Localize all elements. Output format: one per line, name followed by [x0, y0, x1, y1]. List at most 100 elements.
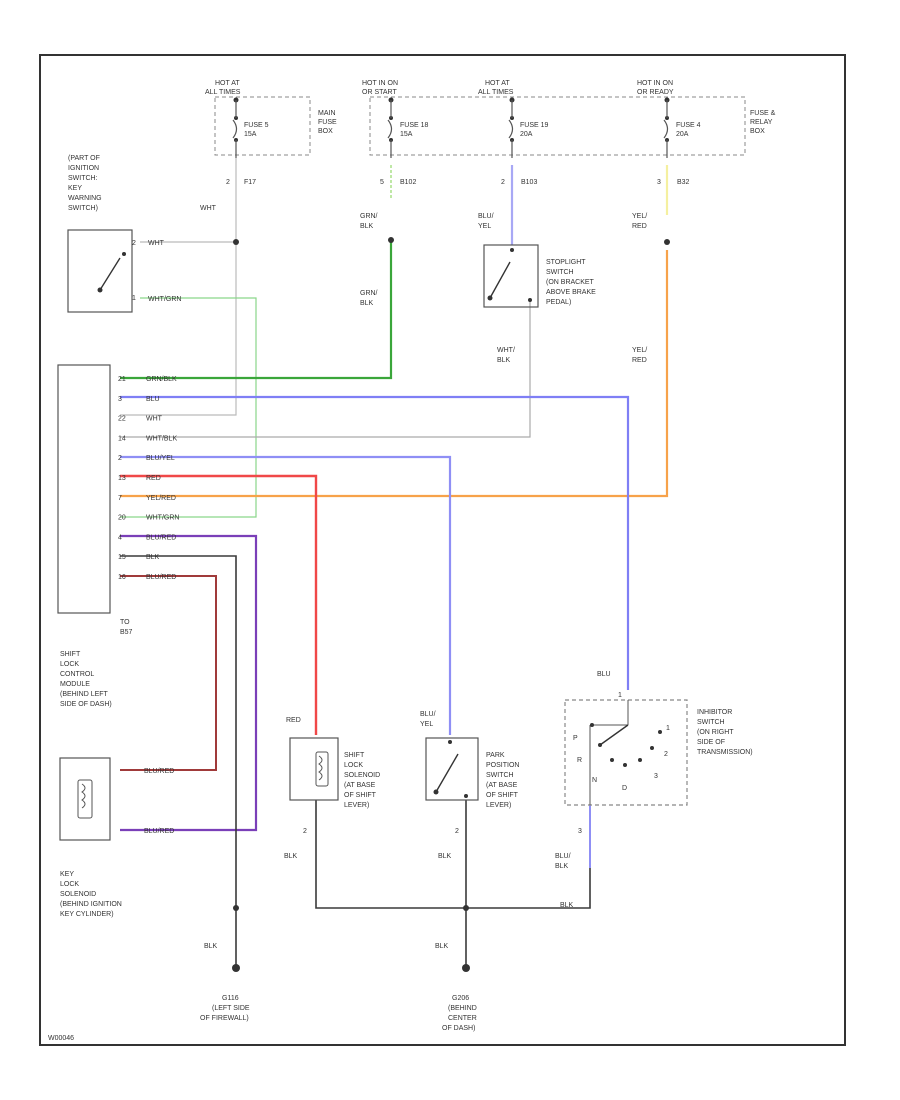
- hot-label-1a: HOT AT: [215, 80, 240, 87]
- module-label-1: SHIFT: [60, 651, 81, 658]
- ign-pin-1: 1: [132, 295, 136, 302]
- park-pin: 2: [455, 828, 459, 835]
- junction-dots: [233, 237, 670, 911]
- module-pin-number: 14: [118, 435, 126, 442]
- g116-label-3: OF FIREWALL): [200, 1015, 249, 1022]
- fuse-4-label: FUSE 4: [676, 122, 701, 129]
- inh-letter-2: 2: [664, 751, 668, 758]
- module-label-2: LOCK: [60, 661, 79, 668]
- inh-pin-bottom: 3: [578, 828, 582, 835]
- stop-label-5: PEDAL): [546, 299, 571, 306]
- module-label-5: (BEHIND LEFT: [60, 691, 109, 698]
- conn-f17: F17: [244, 179, 256, 186]
- module-pin-number: 3: [118, 396, 122, 403]
- module-pin-wire: WHT/GRN: [146, 515, 179, 522]
- relay-box-label-3: BOX: [750, 128, 765, 135]
- module-pin-wire: GRN/BLK: [146, 376, 177, 383]
- park-label-2: POSITION: [486, 762, 519, 769]
- inh-letter-r: R: [577, 757, 582, 764]
- blk-label-5: BLK: [435, 943, 449, 950]
- shift-sol-label-4: (AT BASE: [344, 782, 376, 789]
- fuse-19-label: FUSE 19: [520, 122, 549, 129]
- grn-blk-2a: GRN/: [360, 290, 378, 297]
- grn-blk-2b: BLK: [360, 300, 374, 307]
- wht-blk-a: WHT/: [497, 347, 515, 354]
- conn-b103: B103: [521, 179, 537, 186]
- module-label-3: CONTROL: [60, 671, 94, 678]
- blk-label-3: BLK: [560, 902, 574, 909]
- hot-label-3a: HOT AT: [485, 80, 510, 87]
- blu-yel-1a: BLU/: [478, 213, 494, 220]
- conn-b32: B32: [677, 179, 690, 186]
- park-label-3: SWITCH: [486, 772, 514, 779]
- park-label-4: (AT BASE: [486, 782, 518, 789]
- ign-label-6: SWITCH): [68, 205, 98, 212]
- wires: [120, 158, 669, 968]
- module-pin-number: 22: [118, 416, 126, 423]
- wire-wht-grn: [120, 297, 257, 518]
- module-pin-number: 13: [118, 475, 126, 482]
- fuse-18-amps: 15A: [400, 131, 413, 138]
- relay-box-label-2: RELAY: [750, 119, 773, 126]
- ign-label-4: KEY: [68, 185, 82, 192]
- shift-sol-label-5: OF SHIFT: [344, 792, 377, 799]
- module-conn-1: TO: [120, 619, 130, 626]
- blk-label-4: BLK: [204, 943, 218, 950]
- keylock-wire-1: BLU/RED: [144, 768, 174, 775]
- g116-label-1: G116: [222, 995, 239, 1002]
- module-pin-number: 2: [118, 455, 122, 462]
- inh-pin-top: 1: [618, 692, 622, 699]
- inh-label-4: SIDE OF: [697, 739, 725, 746]
- ground-g206: G206 (BEHIND CENTER OF DASH): [442, 964, 477, 1032]
- ground-icon: [232, 964, 240, 972]
- ground-icon: [462, 964, 470, 972]
- ign-label-5: WARNING: [68, 195, 102, 202]
- module-pin-wire: BLU: [146, 396, 160, 403]
- shift-sol-label-2: LOCK: [344, 762, 363, 769]
- module-pin-number: 4: [118, 534, 122, 541]
- ign-label-2: IGNITION: [68, 165, 99, 172]
- stop-label-3: (ON BRACKET: [546, 279, 595, 286]
- fuse-relay-box-outline: [369, 96, 746, 156]
- stop-label-2: SWITCH: [546, 269, 574, 276]
- module-pin-wire: WHT/BLK: [146, 435, 177, 442]
- conn-b102: B102: [400, 179, 416, 186]
- park-label-5: OF SHIFT: [486, 792, 519, 799]
- module-label-6: SIDE OF DASH): [60, 701, 112, 708]
- module-label-4: MODULE: [60, 681, 90, 688]
- relay-box-label-1: FUSE &: [750, 110, 776, 117]
- pin-b102: 5: [380, 179, 384, 186]
- yel-red-2a: YEL/: [632, 347, 647, 354]
- blk-label-1: BLK: [284, 853, 298, 860]
- shift-sol-label-1: SHIFT: [344, 752, 365, 759]
- blu-blk-a: BLU/: [555, 853, 571, 860]
- ground-g116: G116 (LEFT SIDE OF FIREWALL): [200, 964, 250, 1022]
- yel-red-1a: YEL/: [632, 213, 647, 220]
- inh-label-2: SWITCH: [697, 719, 725, 726]
- inh-letter-1: 1: [666, 725, 670, 732]
- blk-label-2: BLK: [438, 853, 452, 860]
- shift-sol-label-6: LEVER): [344, 802, 369, 809]
- keylock-wire-2: BLU/RED: [144, 828, 174, 835]
- wire-blk-ground: [120, 555, 237, 968]
- inh-letter-p: P: [573, 735, 578, 742]
- wire-blu-red: [120, 534, 258, 832]
- wht-label-top: WHT: [200, 205, 217, 212]
- inh-label-5: TRANSMISSION): [697, 749, 753, 756]
- stoplight-switch: STOPLIGHT SWITCH (ON BRACKET ABOVE BRAKE…: [483, 244, 596, 308]
- blu-top-label: BLU: [597, 671, 611, 678]
- ign-pin-2: 2: [132, 240, 136, 247]
- park-label-6: LEVER): [486, 802, 511, 809]
- keylock-label-2: LOCK: [60, 881, 79, 888]
- pin-f17: 2: [226, 179, 230, 186]
- module-pin-wire: BLU/YEL: [146, 455, 175, 462]
- shift-lock-solenoid: RED 2 SHIFT LOCK SOLENOID (AT BASE OF SH…: [286, 717, 380, 835]
- hot-label-4a: HOT IN ON: [637, 80, 673, 87]
- module-pin-wire: BLU/RED: [146, 534, 176, 541]
- main-box-label-1: MAIN: [318, 110, 336, 117]
- ign-label-3: SWITCH:: [68, 175, 98, 182]
- module-pin-number: 16: [118, 574, 126, 581]
- g206-label-4: OF DASH): [442, 1025, 475, 1032]
